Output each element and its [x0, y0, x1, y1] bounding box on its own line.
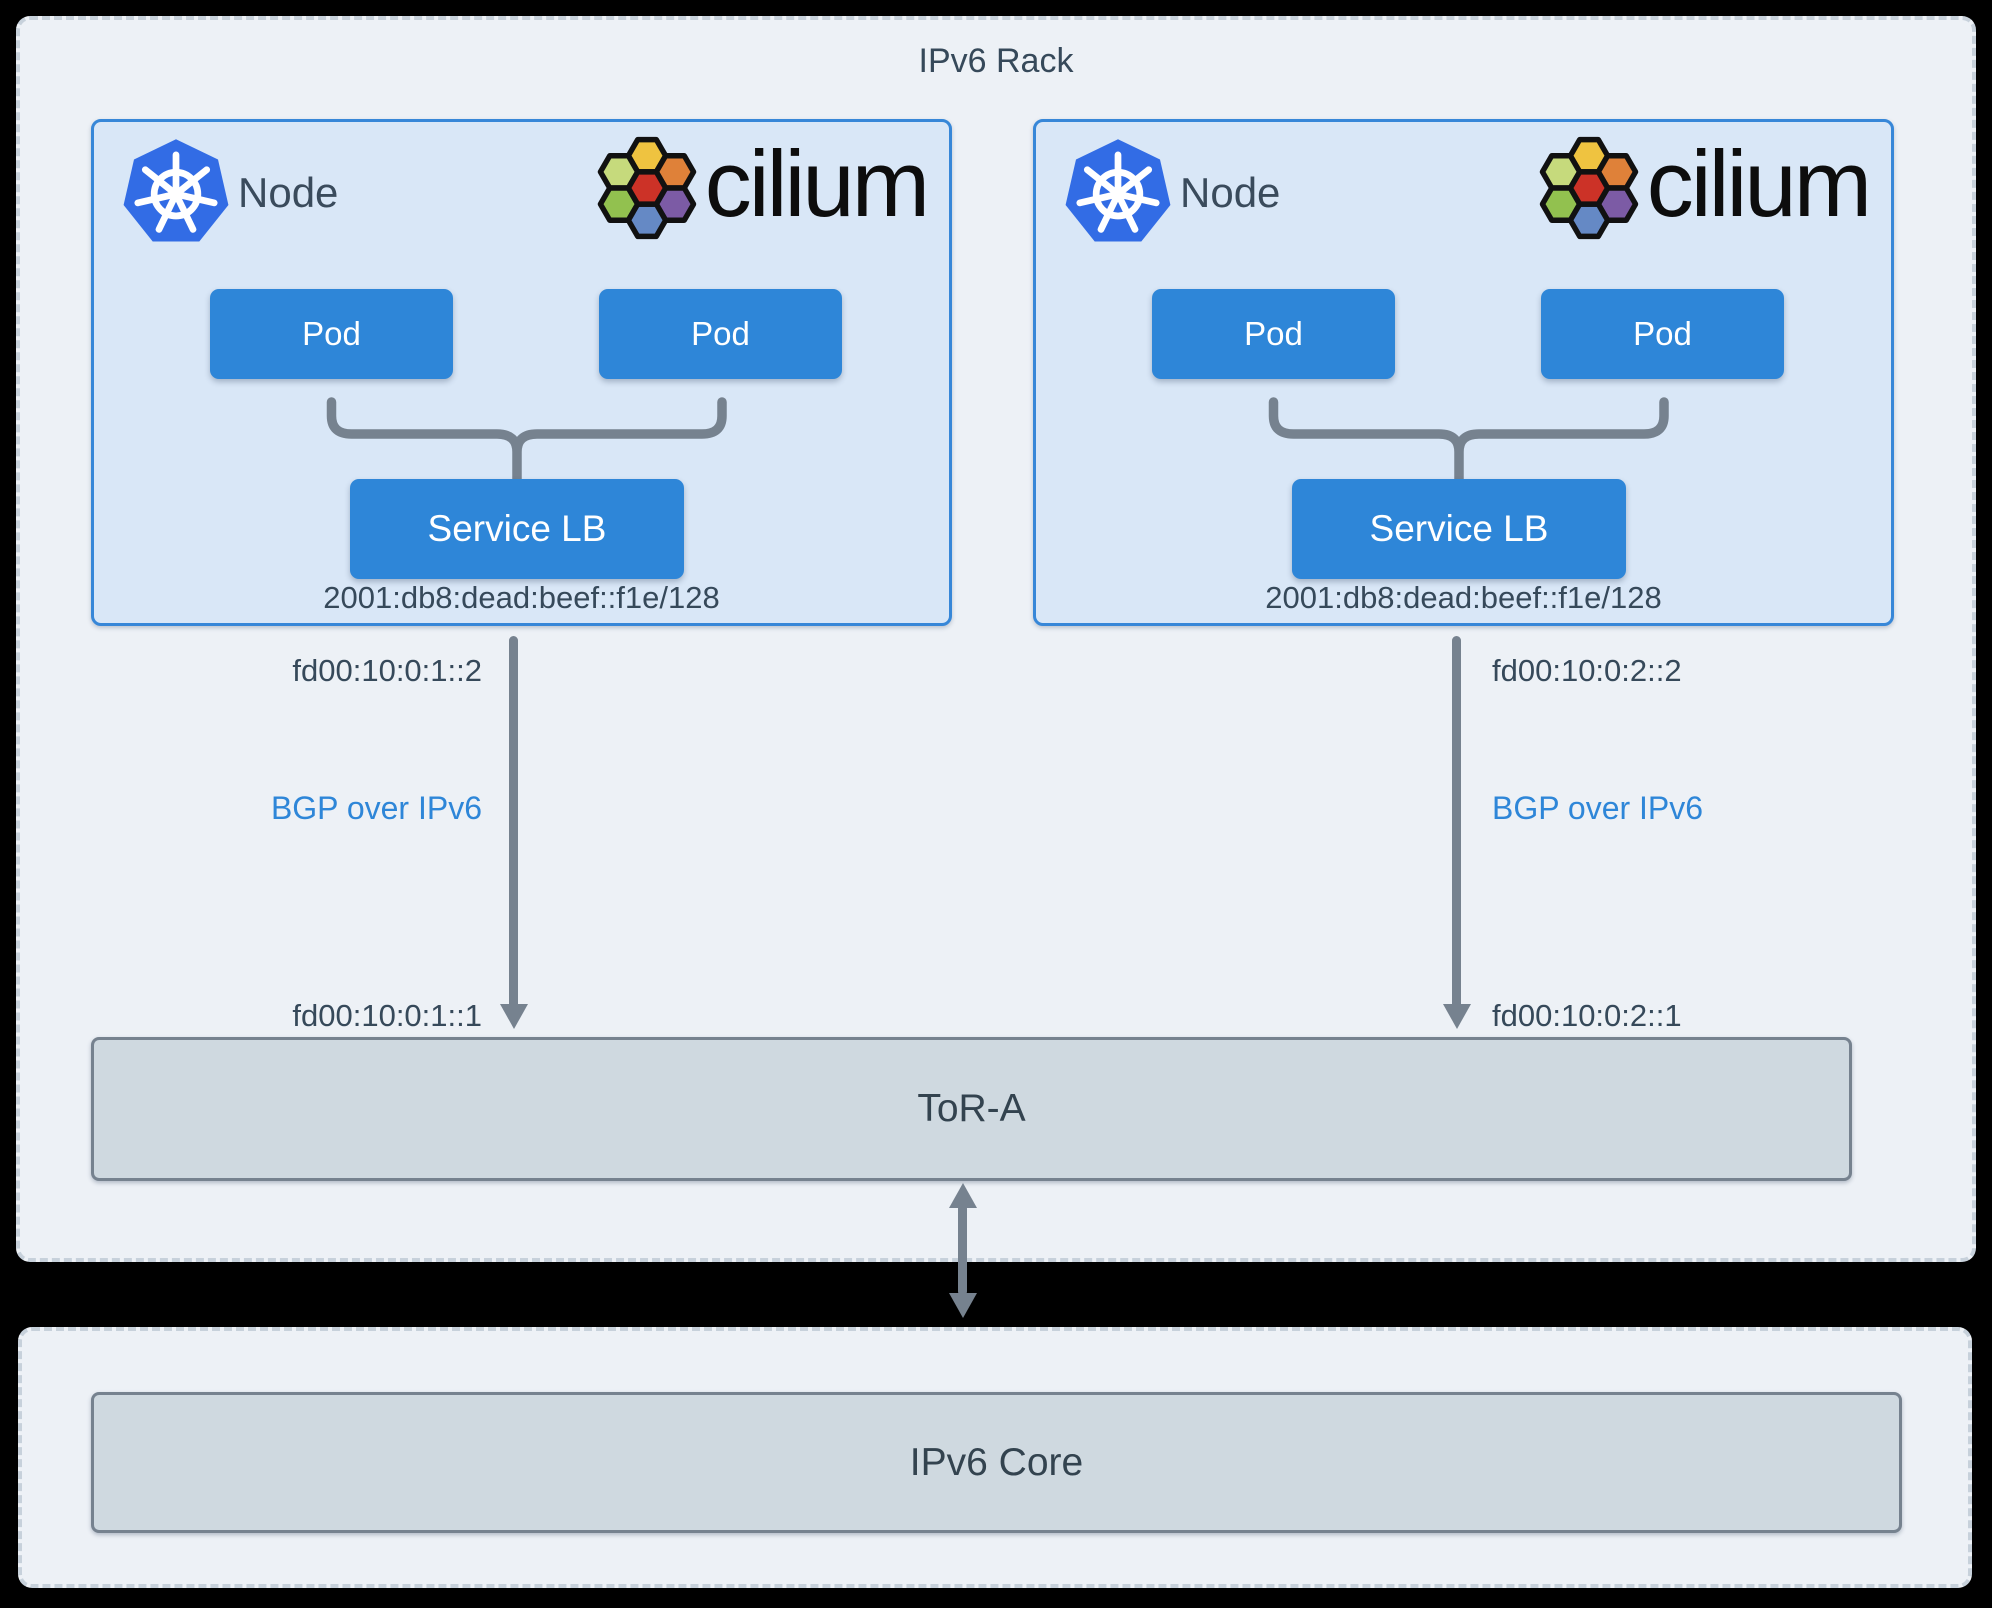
bgp-over-ipv6-label: BGP over IPv6 — [1492, 790, 1704, 826]
pod-box: Pod — [599, 289, 842, 379]
node-label: Node — [1180, 169, 1281, 216]
service-lb-box: Service LB — [350, 479, 684, 579]
arrow-up-icon — [949, 1183, 977, 1208]
node-ip-label: fd00:10:0:1::2 — [292, 653, 482, 688]
bgp-link-line — [509, 636, 518, 1010]
pod-box: Pod — [210, 289, 453, 379]
k8s-node-2: Node cilium Pod Pod — [1033, 119, 1894, 626]
bgp-link-line — [1452, 636, 1461, 1010]
pod-box: Pod — [1541, 289, 1784, 379]
node-header: Node — [120, 136, 338, 250]
tor-a-switch-box: ToR-A — [91, 1037, 1852, 1181]
tor-core-link-line — [958, 1204, 967, 1296]
ipv6-core-container: IPv6 Core — [18, 1327, 1972, 1588]
rack-title: IPv6 Rack — [918, 42, 1074, 80]
arrow-down-icon — [1443, 1004, 1471, 1029]
brace-connector — [1268, 397, 1669, 486]
lb-address: 2001:db8:dead:beef::f1e/128 — [1265, 580, 1662, 615]
cilium-logo: cilium — [597, 131, 930, 240]
k8s-node-1: Node cilium Pod Pod — [91, 119, 952, 626]
node-header: Node — [1062, 136, 1280, 250]
ipv6-core-box: IPv6 Core — [91, 1392, 1902, 1533]
kubernetes-icon — [1062, 136, 1174, 250]
cilium-icon — [597, 136, 697, 240]
brace-connector — [326, 397, 727, 486]
ipv6-rack-container: IPv6 Rack — [16, 16, 1976, 1262]
bgp-over-ipv6-label: BGP over IPv6 — [270, 790, 482, 826]
cilium-logo: cilium — [1539, 131, 1872, 240]
cilium-icon — [1539, 136, 1639, 240]
pod-box: Pod — [1152, 289, 1395, 379]
service-lb-box: Service LB — [1292, 479, 1626, 579]
cilium-wordmark: cilium — [704, 131, 930, 236]
arrow-down-icon — [500, 1004, 528, 1029]
tor-ip-label: fd00:10:0:2::1 — [1492, 998, 1682, 1033]
kubernetes-icon — [120, 136, 232, 250]
node-ip-label: fd00:10:0:2::2 — [1492, 653, 1682, 688]
node-label: Node — [238, 169, 339, 216]
lb-address: 2001:db8:dead:beef::f1e/128 — [323, 580, 720, 615]
arrow-down-icon — [949, 1293, 977, 1318]
cilium-wordmark: cilium — [1646, 131, 1872, 236]
tor-ip-label: fd00:10:0:1::1 — [292, 998, 482, 1033]
